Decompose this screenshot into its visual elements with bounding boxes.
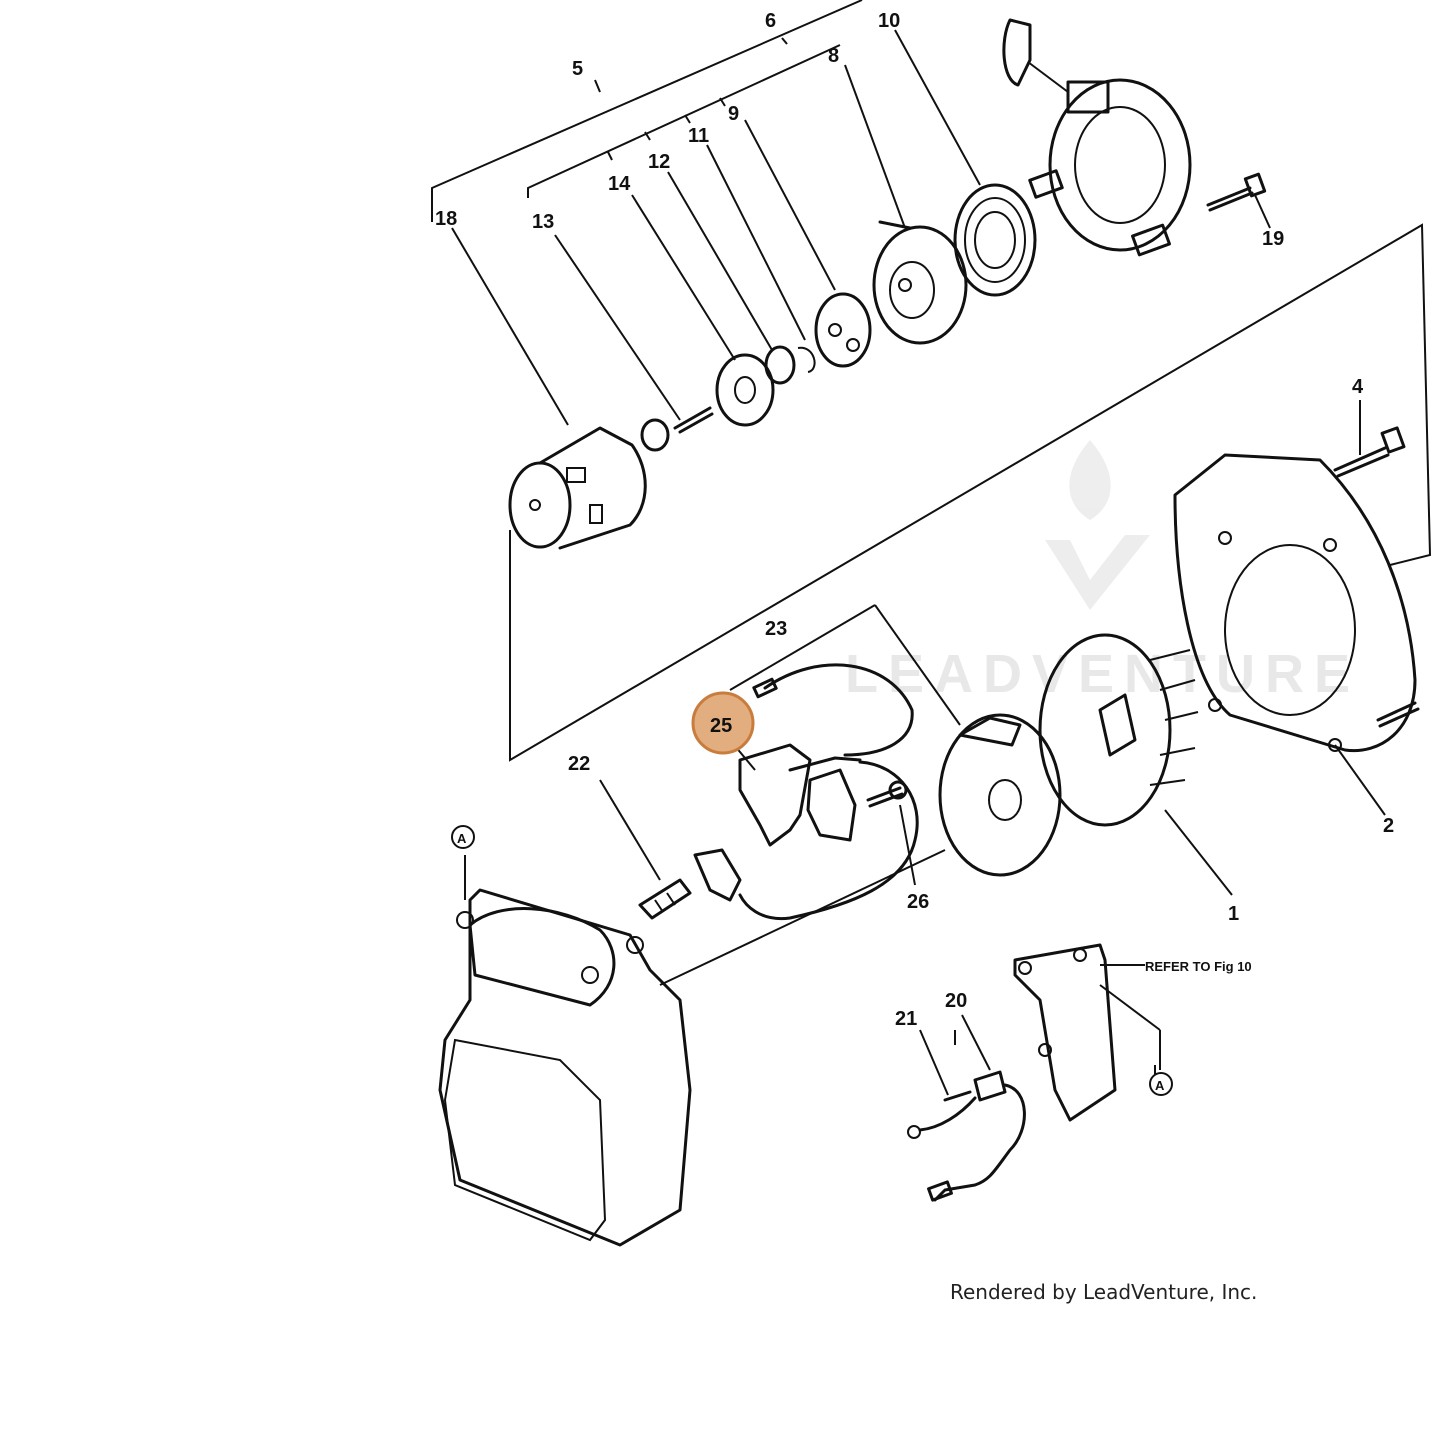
callout-2[interactable]: 2 [1383,815,1394,837]
reference-marker-a-left: A [451,825,475,849]
screw-part-21 [943,1090,972,1102]
starter-reel-part-8 [872,220,968,345]
control-bracket [1013,943,1161,1122]
leader-lines [451,29,1386,1096]
recoil-spring-part-10 [953,183,1037,297]
callout-5[interactable]: 5 [572,58,583,80]
watermark-text: LEADVENTURE [845,644,1360,704]
leadventure-watermark: LEADVENTURE [845,440,1360,704]
callout-20[interactable]: 20 [945,990,967,1012]
bolt-part-19 [1206,172,1267,212]
footer-credit: Rendered by LeadVenture, Inc. [950,1280,1258,1304]
bolt-part-4 [1333,426,1406,478]
callout-18[interactable]: 18 [435,208,457,230]
callout-6[interactable]: 6 [765,10,776,32]
stop-switch-part-20 [907,1070,1026,1202]
svg-text:A: A [1155,1078,1165,1093]
callout-12[interactable]: 12 [648,151,670,173]
highlight-marker-25[interactable] [691,691,755,755]
callout-labels: 5 6 8 10 9 11 12 14 13 18 19 4 2 1 23 25… [435,10,1394,1030]
callout-1[interactable]: 1 [1228,903,1239,925]
svg-text:A: A [457,831,467,846]
callout-11[interactable]: 11 [688,125,709,147]
callout-21[interactable]: 21 [895,1008,917,1030]
blower-housing-part-2 [1173,453,1420,753]
engine-cylinder-block [438,855,692,1247]
starter-housing [1002,18,1192,257]
flywheel-starter-cup [938,713,1062,877]
callout-25[interactable]: 25 [710,715,732,737]
callout-22[interactable]: 22 [568,753,590,775]
assembly-brackets [431,0,863,222]
screw-part-26 [866,780,908,808]
callout-19[interactable]: 19 [1262,228,1284,250]
callout-13[interactable]: 13 [532,211,554,233]
callout-23[interactable]: 23 [765,618,787,640]
callout-26[interactable]: 26 [907,891,929,913]
starter-small-parts [640,292,872,452]
callout-9[interactable]: 9 [728,103,739,125]
flywheel-part-1 [1038,633,1199,827]
refer-to-fig-note: REFER TO Fig 10 [1145,959,1252,974]
callout-10[interactable]: 10 [878,10,900,32]
callout-14[interactable]: 14 [608,173,631,195]
reference-marker-a-right: A [1149,1072,1173,1096]
spark-plug-part-22 [638,878,692,920]
alignment-frame [509,223,1432,986]
callout-4[interactable]: 4 [1352,376,1364,398]
callout-8[interactable]: 8 [828,45,839,67]
starter-cup-part-18 [508,426,647,550]
